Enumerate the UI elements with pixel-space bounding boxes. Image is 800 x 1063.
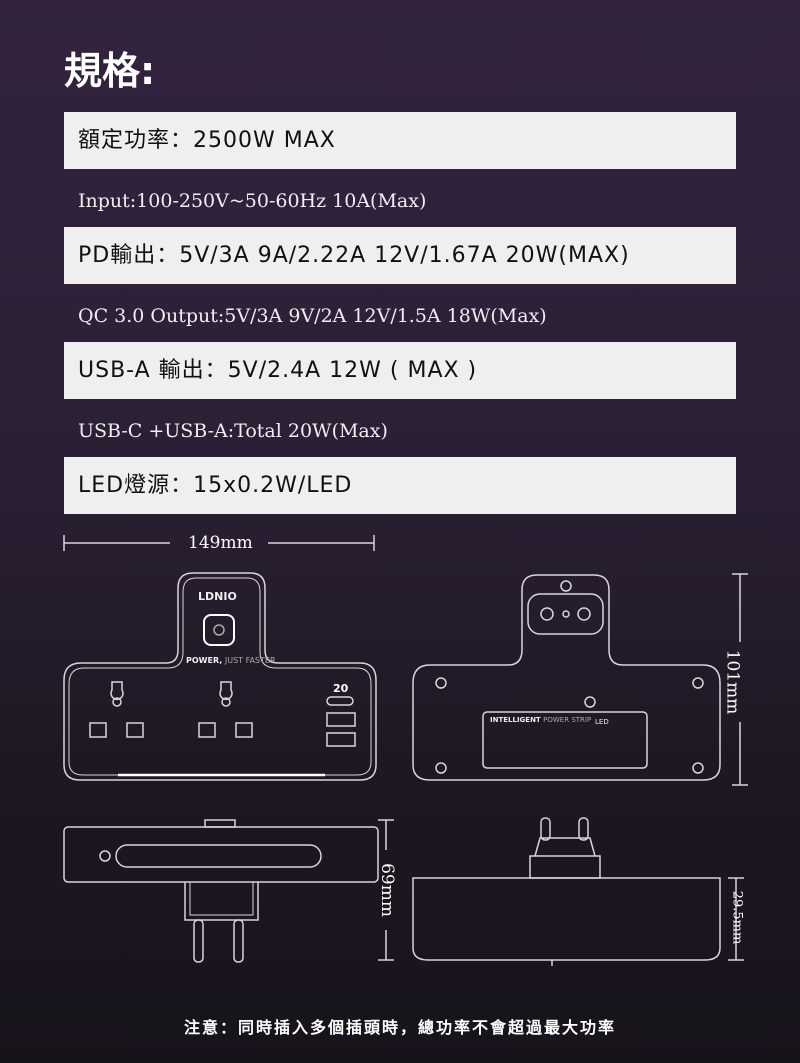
product-label — [482, 711, 648, 769]
slogan-bold: POWER, — [186, 656, 223, 665]
spec-qc-output: QC 3.0 Output:5V/3A 9V/2A 12V/1.5A 18W(M… — [78, 305, 547, 327]
width-dimension-line — [63, 535, 375, 551]
depth-dimension-line — [378, 819, 394, 961]
footer-note: 注意：同時插入多個插頭時，總功率不會超過最大功率 — [183, 1018, 616, 1037]
spec-total-output: USB-C +USB-A:Total 20W(Max) — [78, 420, 388, 442]
slogan-light: JUST FASTER — [224, 656, 276, 665]
usb-badge: 20 — [333, 682, 349, 695]
socket-1 — [89, 681, 144, 738]
depth-dimension: 69mm — [376, 863, 397, 917]
label-title-text: INTELLIGENT — [490, 716, 541, 724]
front-view — [63, 572, 377, 781]
back-view — [412, 574, 721, 781]
label-subtitle: POWER STRIP — [543, 716, 592, 724]
bottom-view — [412, 817, 721, 966]
label-led: LED — [595, 718, 609, 726]
page-title: 規格: — [64, 49, 156, 93]
spec-input: Input:100-250V~50-60Hz 10A(Max) — [78, 190, 427, 212]
spec-led: LED燈源：15x0.2W/LED — [64, 457, 736, 514]
label-title: INTELLIGENT POWER STRIP — [490, 716, 591, 724]
slogan: POWER, JUST FASTER — [186, 656, 276, 665]
width-dimension: 149mm — [188, 533, 253, 553]
thickness-dimension: 29.5mm — [729, 890, 745, 945]
height-dimension: 101mm — [722, 649, 743, 715]
height-dimension-line — [732, 573, 748, 786]
power-button — [203, 614, 235, 646]
brand-logo: LDNIO — [198, 590, 237, 603]
thickness-dimension-line — [728, 877, 744, 961]
spec-pd-output: PD輸出：5V/3A 9A/2.22A 12V/1.67A 20W(MAX) — [64, 227, 736, 284]
usb-ports — [326, 696, 356, 747]
socket-2 — [198, 681, 253, 738]
side-view — [63, 819, 379, 963]
spec-rated-power: 額定功率：2500W MAX — [64, 112, 736, 169]
spec-usb-a-output: USB-A 輸出：5V/2.4A 12W ( MAX ) — [64, 342, 736, 399]
